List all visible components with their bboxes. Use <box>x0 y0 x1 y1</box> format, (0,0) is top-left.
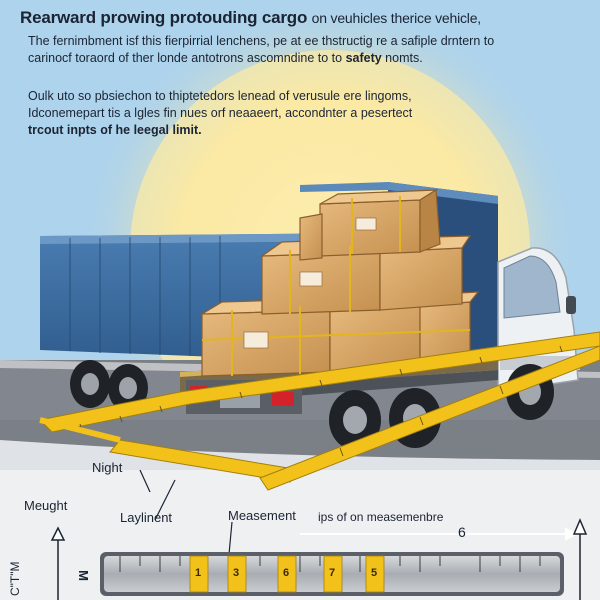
measuring-tape <box>38 331 600 491</box>
label-laylinent: Laylinent <box>120 510 173 525</box>
cargo-straps <box>201 196 471 376</box>
p1-line-2: carinocf toraord of ther londe antotrons… <box>28 50 494 67</box>
label-six: 6 <box>458 524 466 540</box>
page-title: Rearward prowing protouding cargo on veu… <box>20 8 481 28</box>
p2-line-3: trcout inpts of he leegal limit. <box>28 122 412 139</box>
tail-light-right <box>272 392 294 406</box>
paragraph-1: The fernimbment isf this fierpirrial len… <box>28 33 494 67</box>
measure-arrow-head <box>565 527 579 541</box>
ruler-tick-3: 6 <box>283 567 290 579</box>
title-tail: on veuhicles therice vehicle, <box>311 10 481 26</box>
ruler-tick-4: 7 <box>329 567 336 579</box>
p2-line-3b: leegal limit. <box>133 123 202 137</box>
label-meught: Meught <box>24 498 68 513</box>
cargo-boxes <box>199 188 480 377</box>
title-main: Rearward prowing protouding cargo <box>20 8 308 27</box>
right-arrow-head <box>572 518 588 535</box>
paragraph-2: Oulk uto so pbsiechon to thiptetedors le… <box>28 88 412 139</box>
p2-line-2: Idconemepart tis a lgles fin nues orf ne… <box>28 106 413 120</box>
p1-line-1: The fernimbment isf this fierpirrial len… <box>28 34 495 48</box>
pointer-night <box>139 469 151 493</box>
ruler-tick-2: 3 <box>233 567 240 579</box>
label-measement: Measement <box>228 508 296 523</box>
p2-line-3a: trcout inpts of he <box>28 123 134 137</box>
pointer-laylinent <box>154 479 176 521</box>
ruler-tick-1: 1 <box>195 567 202 579</box>
label-m: M <box>75 570 91 581</box>
p1-line-2c: nomts. <box>381 51 423 65</box>
p1-line-2b: safety <box>345 51 382 65</box>
ruler-tick-5: 5 <box>371 567 378 579</box>
vertical-arrow-head <box>50 526 66 541</box>
label-ips: ips of on measemenbre <box>318 510 444 524</box>
ruler <box>100 552 564 596</box>
label-vertical: C"T"M <box>8 561 22 596</box>
p1-line-2a: carinocf toraord of ther londe antotrons… <box>28 51 346 65</box>
label-night: Night <box>92 460 123 475</box>
p2-line-1: Oulk uto so pbsiechon to thiptetedors le… <box>28 89 412 103</box>
